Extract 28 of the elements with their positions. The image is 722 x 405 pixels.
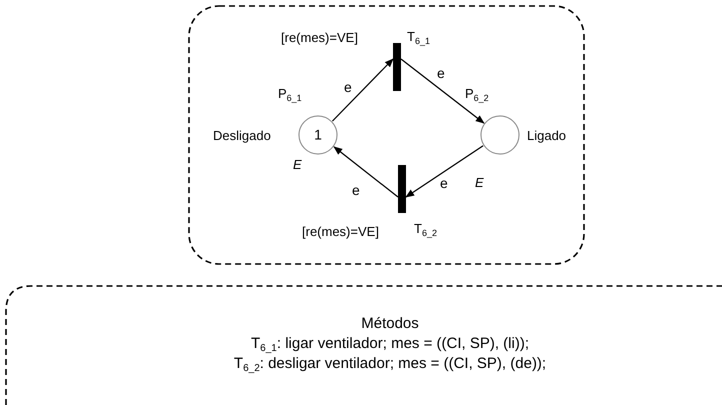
place-label: P$_{6_2}$	[465, 86, 489, 101]
place-circle	[298, 115, 338, 155]
guard-label: [re(mes)=VE]	[281, 30, 358, 45]
arrow	[405, 145, 484, 198]
place-label: P$_{6_1}$	[278, 86, 302, 101]
transition-label: T$_{6_1}$	[407, 29, 430, 44]
arrow	[332, 58, 394, 122]
section-heading: Métodos	[361, 315, 419, 333]
state-label: Ligado	[527, 128, 566, 143]
edge-label: e	[437, 66, 445, 81]
method-line: T$_{6_1}$: ligar ventilador; mes = ((CI, SP), (li));	[251, 335, 529, 353]
transition-bar	[398, 165, 406, 213]
place-marker: E	[293, 157, 302, 172]
arrow	[400, 58, 485, 124]
arrow	[333, 146, 398, 198]
guard-label: [re(mes)=VE]	[302, 224, 379, 239]
state-label: Desligado	[213, 128, 271, 143]
method-line: T$_{6_2}$: desligar ventilador; mes = ((CI, SP), (de));	[234, 355, 546, 373]
token-count: 1	[314, 128, 322, 142]
transition-bar	[393, 43, 401, 91]
methods-panel	[5, 285, 722, 405]
edge-label: e	[344, 80, 352, 95]
place-circle	[480, 115, 520, 155]
edge-label: e	[352, 183, 360, 198]
transition-label: T$_{6_2}$	[414, 221, 437, 236]
state-machine-frame	[188, 5, 585, 265]
edge-label: e	[440, 176, 448, 191]
place-marker: E	[475, 175, 484, 190]
